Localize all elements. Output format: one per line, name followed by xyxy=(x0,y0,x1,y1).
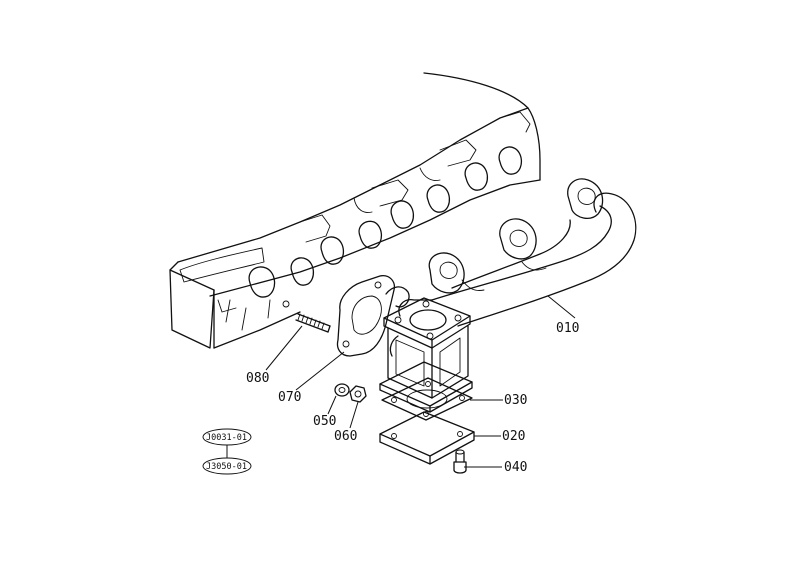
callout-labels: 010 030 020 040 050 060 070 080 xyxy=(246,321,579,475)
exhaust-manifold xyxy=(389,178,637,357)
reference-codes: J0031-01 J3050-01 xyxy=(202,428,252,475)
gasket-070 xyxy=(336,275,410,357)
callout-050: 050 xyxy=(313,414,336,429)
callout-030: 030 xyxy=(504,393,527,408)
callout-060: 060 xyxy=(334,429,357,444)
callout-070: 070 xyxy=(278,390,301,405)
callout-040: 040 xyxy=(504,460,527,475)
reference-code-2: J3050-01 xyxy=(206,462,247,472)
gasket-030 xyxy=(381,377,473,421)
reference-code-1: J0031-01 xyxy=(206,433,247,443)
flange-plate-020 xyxy=(379,411,475,465)
bolt-040 xyxy=(453,449,467,474)
callout-020: 020 xyxy=(502,429,525,444)
stud-080 xyxy=(295,313,331,333)
nut-060 xyxy=(349,385,367,403)
leader-lines xyxy=(265,295,576,468)
callout-010: 010 xyxy=(556,321,579,336)
reference-oval-2 xyxy=(202,457,252,475)
cylinder-head xyxy=(169,72,541,349)
callout-080: 080 xyxy=(246,371,269,386)
washer-050 xyxy=(334,383,350,397)
